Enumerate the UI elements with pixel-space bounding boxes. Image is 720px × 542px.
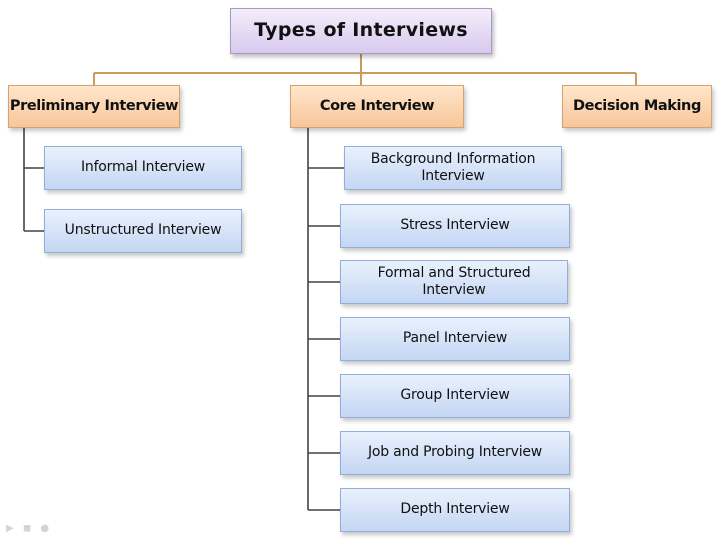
node-preliminary-interview: Preliminary Interview — [8, 85, 180, 128]
node-informal-interview: Informal Interview — [44, 146, 242, 190]
root-connectors — [93, 54, 637, 85]
node-job-and-probing-interview: Job and Probing Interview — [340, 431, 570, 475]
node-core-interview: Core Interview — [290, 85, 464, 128]
node-background-information-interview: Background Information Interview — [344, 146, 562, 190]
preliminary-child-connectors — [23, 128, 44, 232]
node-stress-interview: Stress Interview — [340, 204, 570, 248]
node-group-interview: Group Interview — [340, 374, 570, 418]
node-decision-making: Decision Making — [562, 85, 712, 128]
node-depth-interview: Depth Interview — [340, 488, 570, 532]
faint-watermark-icon: ▶ ◼ ● — [6, 523, 53, 534]
node-panel-interview: Panel Interview — [340, 317, 570, 361]
root-node-title: Types of Interviews — [230, 8, 492, 54]
node-formal-and-structured-interview: Formal and Structured Interview — [340, 260, 568, 304]
node-unstructured-interview: Unstructured Interview — [44, 209, 242, 253]
core-child-connectors — [307, 128, 344, 511]
